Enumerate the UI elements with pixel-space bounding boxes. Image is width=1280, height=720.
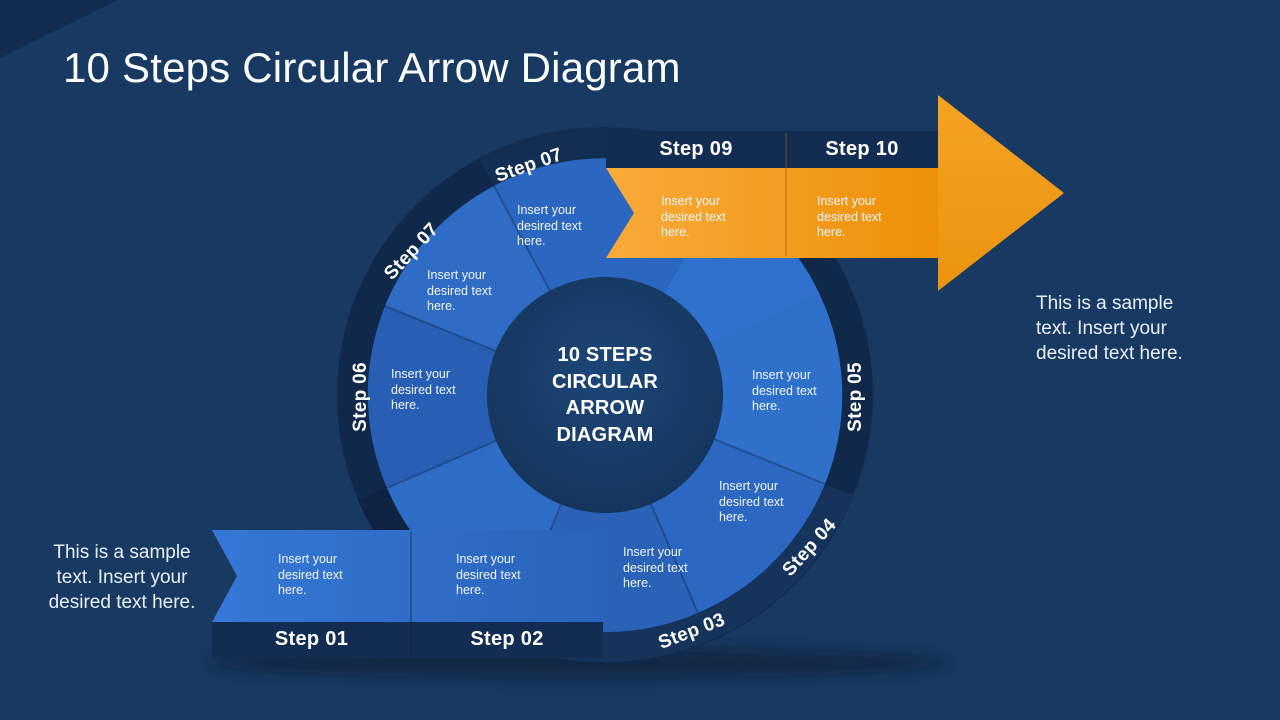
corner-accent-shape	[0, 0, 118, 58]
placeholder-step-05: Insert your desired text here.	[752, 368, 817, 414]
placeholder-step-03: Insert your desired text here.	[623, 545, 688, 591]
wedge-step-06	[367, 306, 496, 488]
placeholder-step-10: Insert your desired text here.	[817, 194, 882, 240]
placeholder-step-06: Insert your desired text here.	[391, 367, 456, 413]
ring-step-label-05: Step 05	[845, 362, 866, 432]
placeholder-step-07: Insert your desired text here.	[427, 268, 492, 314]
placeholder-step-02: Insert your desired text here.	[456, 552, 521, 598]
placeholder-step-01: Insert your desired text here.	[278, 552, 343, 598]
top-arrow-band	[606, 168, 938, 258]
placeholder-step-04: Insert your desired text here.	[719, 479, 784, 525]
center-circle	[487, 277, 723, 513]
arrow-head	[938, 95, 1064, 291]
bottom-arrow-band	[212, 530, 603, 622]
header-step-02: Step 02	[470, 628, 544, 650]
center-circle-label: 10 STEPS CIRCULAR ARROW DIAGRAM	[551, 344, 659, 446]
wedge-step-07	[385, 186, 550, 351]
right-note: This is a sample text. Insert your desir…	[1036, 293, 1183, 364]
left-note: This is a sample text. Insert your desir…	[48, 542, 196, 613]
header-step-01: Step 01	[274, 628, 349, 650]
header-step-09: Step 09	[659, 138, 733, 160]
slide-title: 10 Steps Circular Arrow Diagram	[63, 44, 681, 91]
bottom-band-header	[212, 622, 603, 658]
ring-step-label-06: Step 06	[350, 362, 371, 432]
placeholder-step-08: Insert your desired text here.	[517, 203, 582, 249]
header-step-10: Step 10	[825, 138, 899, 160]
wedge-step-05	[712, 295, 843, 484]
wedge-step-04	[651, 439, 825, 613]
top-band-header	[606, 131, 938, 168]
placeholder-step-09: Insert your desired text here.	[661, 194, 726, 240]
